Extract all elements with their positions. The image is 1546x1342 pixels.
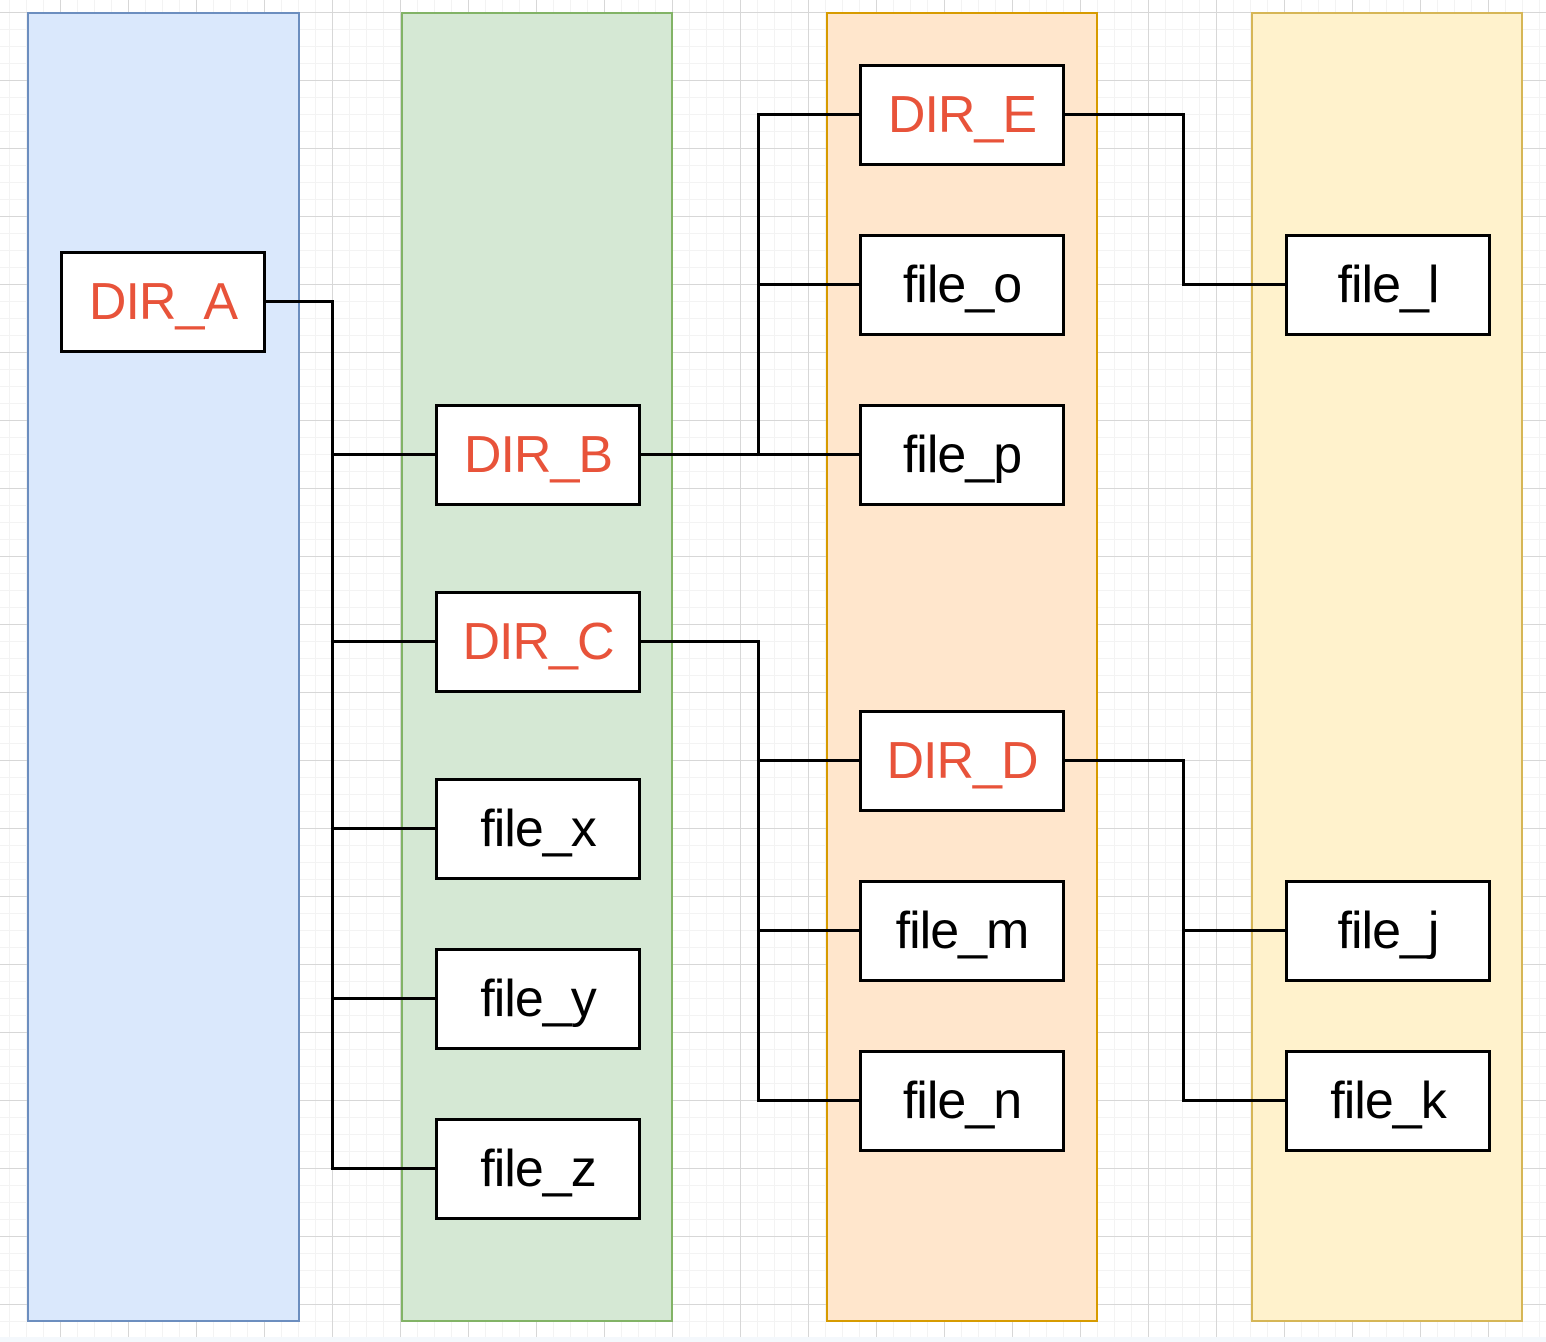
edge-dir-c-to-dir-d — [758, 759, 859, 762]
edge-dir-b-to-file-o — [758, 283, 859, 286]
edge-dir-a-to-file-z — [332, 1167, 435, 1170]
node-file-o-label: file_o — [902, 256, 1022, 314]
node-file-k[interactable]: file_k — [1285, 1050, 1491, 1152]
node-file-j-label: file_j — [1337, 902, 1440, 960]
edge-dir-a-to-file-y — [332, 997, 435, 1000]
node-file-k-label: file_k — [1330, 1072, 1446, 1130]
node-file-n[interactable]: file_n — [859, 1050, 1065, 1152]
edge-dir-e-out — [1065, 113, 1185, 116]
node-dir-d-label: DIR_D — [886, 732, 1038, 790]
node-dir-b-label: DIR_B — [463, 426, 613, 484]
node-file-n-label: file_n — [902, 1072, 1022, 1130]
node-dir-a[interactable]: DIR_A — [60, 251, 266, 353]
node-file-l[interactable]: file_l — [1285, 234, 1491, 336]
edge-dir-a-to-file-x — [332, 827, 435, 830]
edge-dir-c-to-file-m — [758, 929, 859, 932]
node-file-l-label: file_l — [1337, 256, 1440, 314]
edge-dir-c-out — [641, 640, 759, 643]
edge-dir-c-to-file-n — [758, 1099, 859, 1102]
node-file-y[interactable]: file_y — [435, 948, 641, 1050]
node-file-y-label: file_y — [480, 970, 596, 1028]
canvas-bottom-edge — [0, 1337, 1546, 1342]
node-dir-d[interactable]: DIR_D — [859, 710, 1065, 812]
node-dir-a-label: DIR_A — [88, 273, 238, 331]
edge-dir-d-out — [1065, 759, 1185, 762]
node-file-o[interactable]: file_o — [859, 234, 1065, 336]
edge-dir-c-trunk — [757, 640, 760, 1102]
edge-dir-b-to-file-p — [641, 453, 859, 456]
edge-dir-a-to-dir-c — [332, 640, 435, 643]
edge-dir-a-out — [266, 300, 334, 303]
node-file-x[interactable]: file_x — [435, 778, 641, 880]
edge-dir-d-to-file-k — [1183, 1099, 1285, 1102]
node-file-p[interactable]: file_p — [859, 404, 1065, 506]
edge-dir-a-trunk — [331, 300, 334, 1170]
node-file-x-label: file_x — [480, 800, 596, 858]
edge-dir-d-to-file-j — [1183, 929, 1285, 932]
edge-dir-a-to-dir-b — [332, 453, 435, 456]
edge-dir-b-to-dir-e — [758, 113, 859, 116]
edge-dir-e-to-file-l — [1183, 283, 1285, 286]
node-file-m[interactable]: file_m — [859, 880, 1065, 982]
node-file-j[interactable]: file_j — [1285, 880, 1491, 982]
level-1-column[interactable] — [27, 12, 300, 1322]
node-file-z[interactable]: file_z — [435, 1118, 641, 1220]
node-dir-e-label: DIR_E — [887, 86, 1037, 144]
node-dir-b[interactable]: DIR_B — [435, 404, 641, 506]
node-file-z-label: file_z — [480, 1140, 596, 1198]
node-file-m-label: file_m — [895, 902, 1030, 960]
edge-dir-e-trunk — [1182, 113, 1185, 286]
node-dir-c-label: DIR_C — [462, 613, 614, 671]
node-dir-e[interactable]: DIR_E — [859, 64, 1065, 166]
node-dir-c[interactable]: DIR_C — [435, 591, 641, 693]
node-file-p-label: file_p — [902, 426, 1022, 484]
